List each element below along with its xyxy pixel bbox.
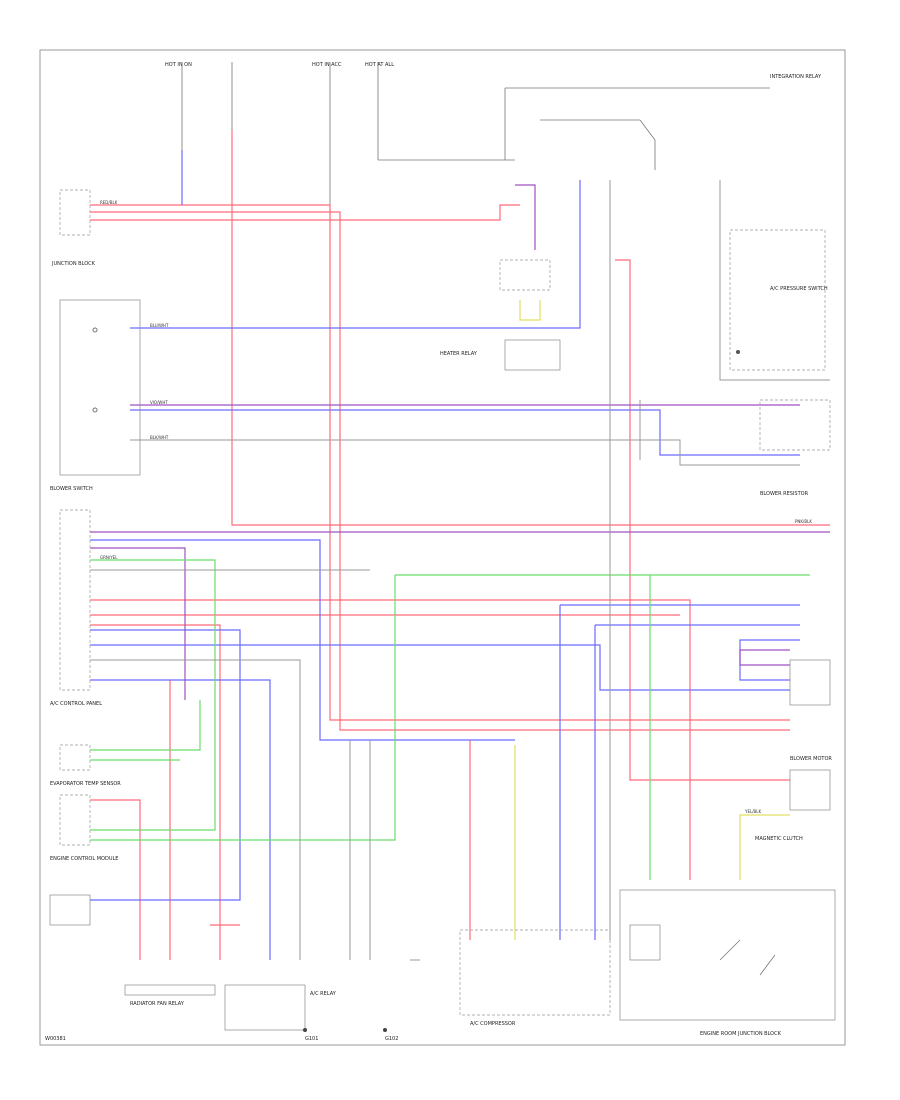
gray-wires <box>90 180 830 961</box>
blower-motor-label: BLOWER MOTOR <box>790 756 832 762</box>
evap-sensor-connector <box>59 744 91 771</box>
compressor-block <box>459 929 611 1016</box>
magnetic-clutch-label: MAGNETIC CLUTCH <box>755 836 803 842</box>
red-wires <box>90 130 830 960</box>
hot-mid1-label: HOT IN ACC <box>312 62 342 68</box>
ecm-connector <box>59 794 91 846</box>
yellow-wires <box>514 300 790 940</box>
hot-left-label: HOT IN ON <box>165 62 192 68</box>
magnetic-clutch-box <box>789 769 831 811</box>
engine-room-jb-box <box>619 889 836 1021</box>
left-connector-top <box>59 189 91 236</box>
pressure-switch-label: A/C PRESSURE SWITCH <box>770 286 828 292</box>
violet-wires <box>90 184 830 700</box>
right-middle-block <box>759 399 831 451</box>
ecm-label: ENGINE CONTROL MODULE <box>50 856 118 862</box>
ac-control-connector <box>59 509 91 691</box>
ac-relay-connector <box>499 259 551 291</box>
heater-relay-box <box>504 339 561 371</box>
green-wires <box>90 559 810 880</box>
bottom-mid-block-label: A/C RELAY <box>310 991 337 997</box>
wire-label-green: GRN/YEL <box>100 555 118 560</box>
right-upper-block <box>729 229 826 371</box>
page-code: W00381 <box>45 1036 66 1042</box>
compressor-label: A/C COMPRESSOR <box>470 1021 516 1027</box>
ground-mid-label: G102 <box>385 1036 398 1042</box>
integration-relay-label: INTEGRATION RELAY <box>770 74 822 80</box>
wire-label-black: BLK/WHT <box>150 435 169 440</box>
wire-label-red: RED/BLK <box>100 200 118 205</box>
blower-switch-label: BLOWER SWITCH <box>50 486 93 492</box>
blower-resistor-label: BLOWER RESISTOR <box>760 491 809 497</box>
hot-mid2-label: HOT AT ALL <box>365 62 394 68</box>
engine-room-jb-label: ENGINE ROOM JUNCTION BLOCK <box>700 1031 782 1037</box>
blue-wires <box>90 150 800 960</box>
bottom-left-block-box <box>124 984 216 996</box>
jb-relay-coil <box>629 924 661 961</box>
bottom-left-block-label: RADIATOR FAN RELAY <box>130 1001 185 1007</box>
top-power-feeds <box>181 62 770 210</box>
blower-motor-box <box>789 659 831 706</box>
heater-relay-label: HEATER RELAY <box>440 351 478 357</box>
wire-label-violet: VIO/WHT <box>150 400 168 405</box>
thermistor-box <box>49 894 91 926</box>
wire-label-yellow: YEL/BLK <box>744 809 762 814</box>
diagram-frame <box>39 49 846 1046</box>
bottom-mid-relay-box <box>224 984 306 1031</box>
wire-label-blue: BLU/WHT <box>150 323 169 328</box>
evap-temp-sensor-label: EVAPORATOR TEMP SENSOR <box>50 781 121 787</box>
wire-label-pink: PNK/BLK <box>795 519 812 524</box>
ground-left-label: G101 <box>305 1036 318 1042</box>
ac-control-panel-label: A/C CONTROL PANEL <box>50 701 102 707</box>
blower-switch-box <box>59 299 141 476</box>
junction-block-label: JUNCTION BLOCK <box>51 261 96 267</box>
